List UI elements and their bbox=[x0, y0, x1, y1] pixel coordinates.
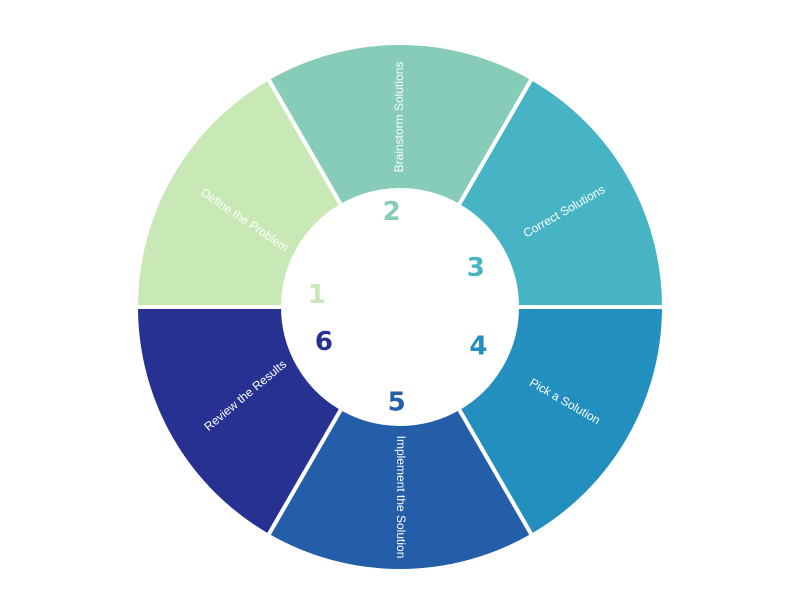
segment-implement-the-solution bbox=[265, 405, 535, 573]
segment-pick-a-solution bbox=[455, 305, 667, 539]
step-number-1: 1 bbox=[308, 280, 326, 310]
step-number-3: 3 bbox=[467, 253, 485, 283]
segment-brainstorm-solutions bbox=[265, 41, 535, 209]
step-label-brainstorm-solutions: Brainstorm Solutions bbox=[392, 62, 406, 173]
step-number-2: 2 bbox=[383, 197, 401, 227]
segment-define-the-problem bbox=[134, 75, 345, 319]
segment-correct-solutions bbox=[455, 75, 667, 309]
start-label: Start bbox=[139, 274, 169, 290]
segment-review-the-results bbox=[133, 305, 345, 539]
step-number-5: 5 bbox=[388, 387, 406, 417]
step-number-4: 4 bbox=[469, 331, 487, 361]
finish-label: Finish bbox=[213, 324, 254, 340]
step-label-implement-the-solution: Implement the Solution bbox=[394, 436, 408, 559]
step-number-6: 6 bbox=[315, 327, 333, 357]
